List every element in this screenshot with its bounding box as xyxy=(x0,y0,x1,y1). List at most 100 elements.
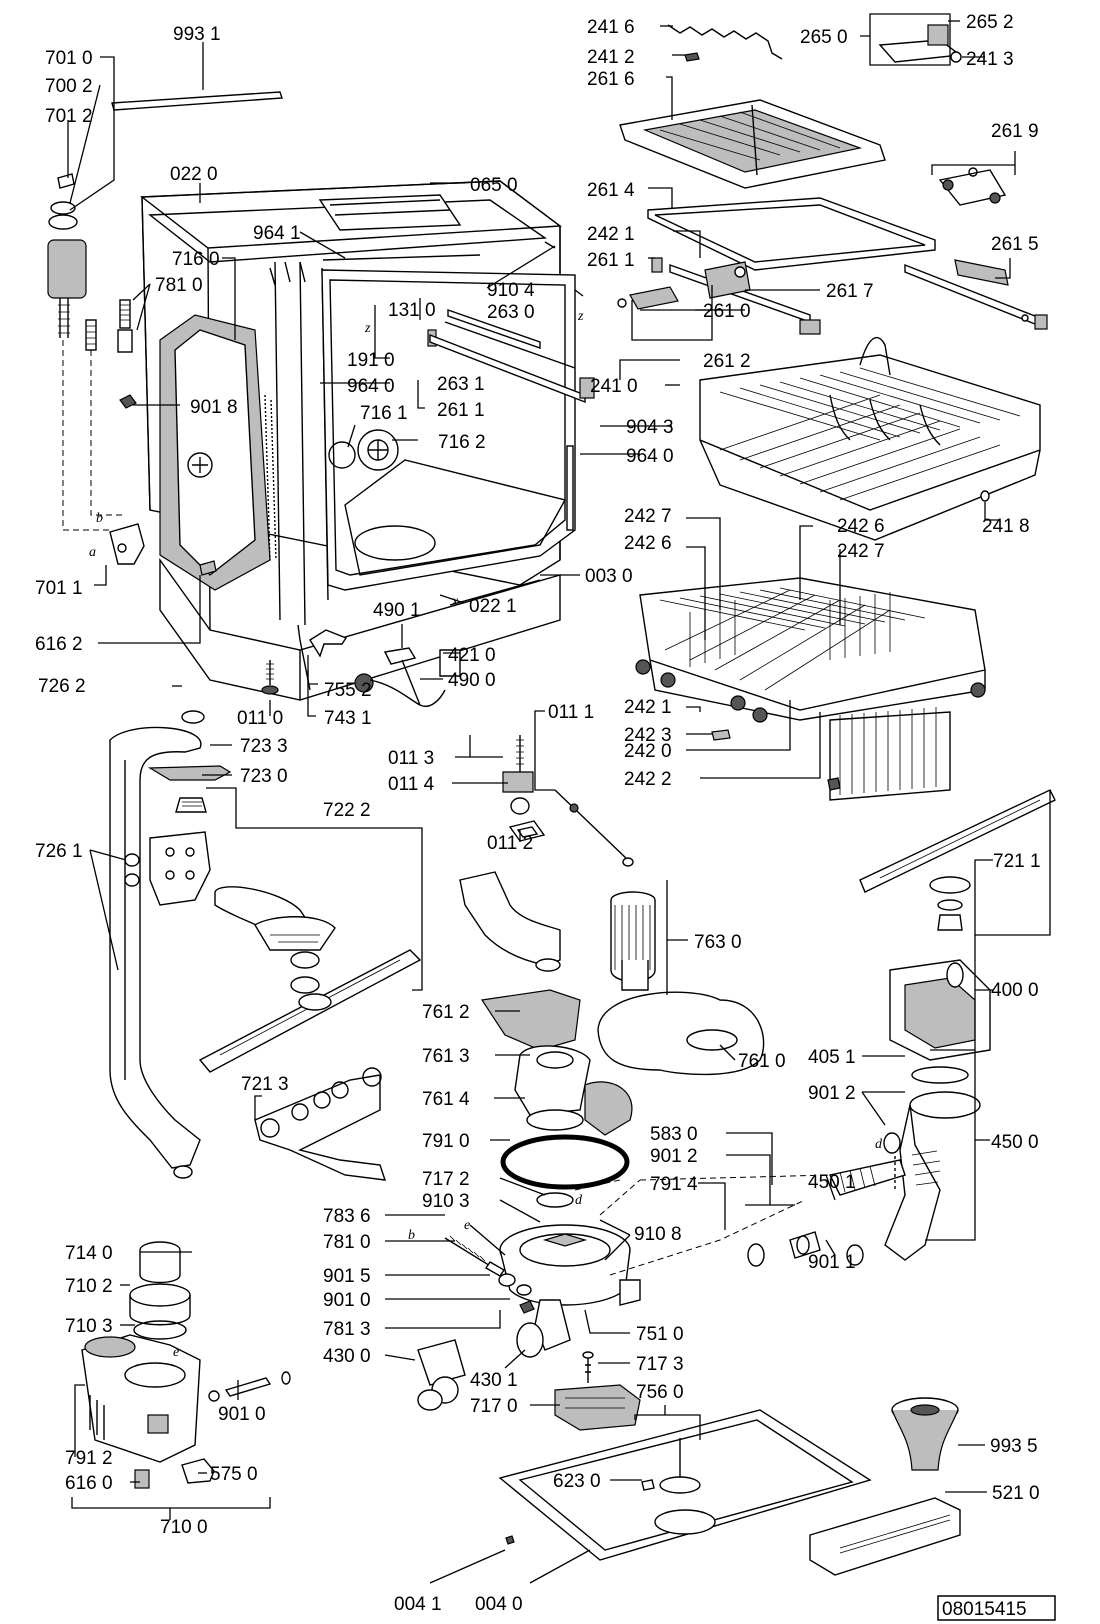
callout-756-0: 756 0 xyxy=(636,1382,684,1403)
callout-261-4: 261 4 xyxy=(587,180,635,201)
lower-spray-arm xyxy=(254,1067,387,1181)
callout-450-1: 450 1 xyxy=(808,1172,856,1193)
callout-241-2: 241 2 xyxy=(587,47,635,68)
wire-241-6 xyxy=(667,24,783,60)
callout-241-0: 241 0 xyxy=(590,376,638,397)
rack-rail-assembly xyxy=(617,257,821,335)
callout-901-2: 901 2 xyxy=(650,1146,698,1167)
callout-721-1: 721 1 xyxy=(993,851,1041,872)
callout-721-3: 721 3 xyxy=(241,1074,289,1095)
clip-616-2 xyxy=(199,560,217,576)
connector-letter-b: b xyxy=(96,511,103,526)
rails-263 xyxy=(429,309,595,404)
water-softener xyxy=(81,1241,291,1489)
callout-261-1: 261 1 xyxy=(437,400,485,421)
inlet-valve-assembly xyxy=(47,173,97,351)
valve-583-0 xyxy=(747,1231,821,1267)
callout-791-2: 791 2 xyxy=(65,1448,113,1469)
callout-022-0: 022 0 xyxy=(170,164,218,185)
callout-993-1: 993 1 xyxy=(173,24,221,45)
callout-901-1: 901 1 xyxy=(808,1252,856,1273)
callout-003-0: 003 0 xyxy=(585,566,633,587)
callout-575-0: 575 0 xyxy=(210,1464,258,1485)
connector-letter-d: d xyxy=(875,1137,883,1152)
callout-751-0: 751 0 xyxy=(636,1324,684,1345)
cutlery-tray xyxy=(619,99,886,189)
callout-616-2: 616 2 xyxy=(35,634,83,655)
clip-241-2 xyxy=(684,52,700,62)
base-tray xyxy=(498,1409,872,1561)
lower-basket xyxy=(635,577,986,741)
callout-004-0: 004 0 xyxy=(475,1594,523,1615)
callout-964-0: 964 0 xyxy=(347,376,395,397)
callout-261-7: 261 7 xyxy=(826,281,874,302)
callout-791-0: 791 0 xyxy=(422,1131,470,1152)
callout-583-0: 583 0 xyxy=(650,1124,698,1145)
bracket-701-1 xyxy=(109,523,145,565)
callout-265-2: 265 2 xyxy=(966,12,1014,33)
callout-261-6: 261 6 xyxy=(587,69,635,90)
callout-011-0: 011 0 xyxy=(237,708,283,729)
callout-022-1: 022 1 xyxy=(469,596,517,617)
spray-arm-holder xyxy=(147,765,232,813)
callout-964-0: 964 0 xyxy=(626,446,674,467)
callout-242-6: 242 6 xyxy=(624,533,672,554)
callout-241-6: 241 6 xyxy=(587,17,635,38)
connector-letter-z: z xyxy=(577,309,584,324)
callout-755-2: 755 2 xyxy=(324,680,372,701)
callout-011-2: 011 2 xyxy=(487,833,533,854)
callout-761-0: 761 0 xyxy=(738,1051,786,1072)
upper-spray-arm xyxy=(859,789,1056,931)
callout-761-4: 761 4 xyxy=(422,1089,470,1110)
document-reference: 08015415 xyxy=(942,1599,1027,1620)
callout-242-1: 242 1 xyxy=(587,224,635,245)
callout-781-3: 781 3 xyxy=(323,1319,371,1340)
callout-242-2: 242 2 xyxy=(624,769,672,790)
callout-263-1: 263 1 xyxy=(437,374,485,395)
connector-letter-e: e xyxy=(464,1218,470,1233)
callout-490-0: 490 0 xyxy=(448,670,496,691)
central-water-duct xyxy=(459,871,561,972)
callout-743-1: 743 1 xyxy=(324,708,372,729)
heater-and-sensor xyxy=(554,1351,641,1431)
callout-717-3: 717 3 xyxy=(636,1354,684,1375)
callout-904-3: 904 3 xyxy=(626,417,674,438)
callout-723-3: 723 3 xyxy=(240,736,288,757)
sump-assembly xyxy=(499,1224,641,1351)
callout-261-1: 261 1 xyxy=(587,250,635,271)
callout-242-6: 242 6 xyxy=(837,516,885,537)
connector-letter-d: d xyxy=(575,1193,583,1208)
callout-710-2: 710 2 xyxy=(65,1276,113,1297)
callout-242-0: 242 0 xyxy=(624,741,672,762)
callout-701-1: 701 1 xyxy=(35,578,83,599)
callout-700-2: 700 2 xyxy=(45,76,93,97)
callout-910-4: 910 4 xyxy=(487,280,535,301)
springs-781-0 xyxy=(117,299,133,353)
connector-letter-x: x xyxy=(451,594,459,609)
callout-011-3: 011 3 xyxy=(388,748,434,769)
basket-insert-242-2 xyxy=(827,707,951,801)
callout-726-1: 726 1 xyxy=(35,841,83,862)
callout-723-0: 723 0 xyxy=(240,766,288,787)
hose-assembly xyxy=(828,1066,981,1266)
callout-901-0: 901 0 xyxy=(323,1290,371,1311)
upper-basket xyxy=(699,337,1041,541)
callout-901-0: 901 0 xyxy=(218,1404,266,1425)
callout-450-0: 450 0 xyxy=(991,1132,1039,1153)
callout-717-0: 717 0 xyxy=(470,1396,518,1417)
callout-761-3: 761 3 xyxy=(422,1046,470,1067)
callout-716-0: 716 0 xyxy=(172,249,220,270)
drain-pump xyxy=(417,1322,544,1411)
electrical-components xyxy=(297,624,461,707)
callout-716-2: 716 2 xyxy=(438,432,486,453)
callout-901-2: 901 2 xyxy=(808,1083,856,1104)
callout-265-0: 265 0 xyxy=(800,27,848,48)
callout-261-0: 261 0 xyxy=(703,301,751,322)
callout-964-1: 964 1 xyxy=(253,223,301,244)
callout-261-5: 261 5 xyxy=(991,234,1039,255)
water-supply-pipe xyxy=(109,710,205,1179)
callout-781-0: 781 0 xyxy=(323,1232,371,1253)
callout-065-0: 065 0 xyxy=(470,175,518,196)
